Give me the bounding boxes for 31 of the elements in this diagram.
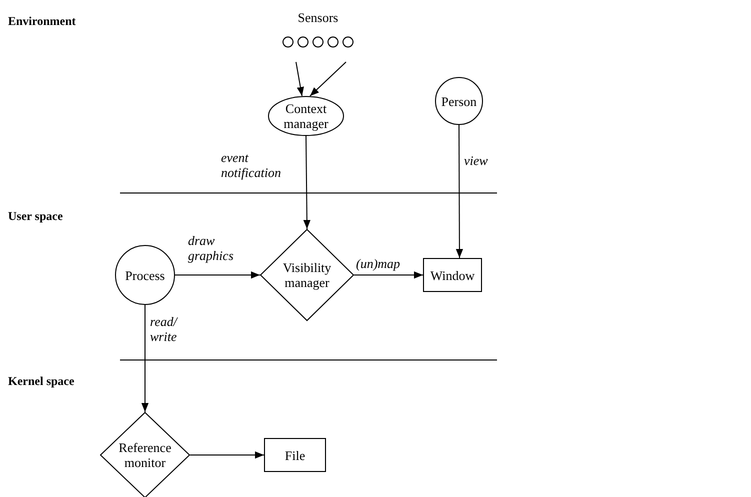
- process-circle: [435, 77, 483, 125]
- arrow: [296, 62, 304, 96]
- process-box: [264, 438, 326, 472]
- edge-label: read/ write: [150, 314, 179, 344]
- process-ellipse: [268, 96, 344, 136]
- edge-label: draw graphics: [188, 233, 234, 263]
- arrow: [354, 271, 424, 279]
- arrow: [303, 136, 310, 230]
- arrow: [141, 304, 149, 412]
- node-label: File: [284, 448, 306, 462]
- node-label: Sensors: [296, 10, 340, 25]
- node-label: Visibility manager: [282, 260, 332, 290]
- decision-diamond: [100, 412, 190, 497]
- node-label: Process: [124, 268, 166, 282]
- section-label: User space: [8, 209, 63, 224]
- arrow: [310, 62, 346, 96]
- node-label: Reference monitor: [118, 440, 172, 470]
- node-label: Window: [429, 268, 476, 282]
- section-label: Kernel space: [8, 374, 74, 389]
- node-label: Context manager: [282, 101, 330, 131]
- decision-diamond: [260, 229, 354, 321]
- node-label: Person: [440, 94, 478, 108]
- arrow: [174, 271, 260, 279]
- process-box: [423, 258, 482, 292]
- edge-label: (un)map: [356, 256, 400, 271]
- section-label: Environment: [8, 14, 76, 29]
- arrow: [456, 124, 464, 258]
- process-circle: [115, 245, 175, 305]
- edge-label: view: [464, 153, 488, 168]
- arrow: [190, 451, 264, 459]
- edge-label: event notification: [221, 150, 282, 180]
